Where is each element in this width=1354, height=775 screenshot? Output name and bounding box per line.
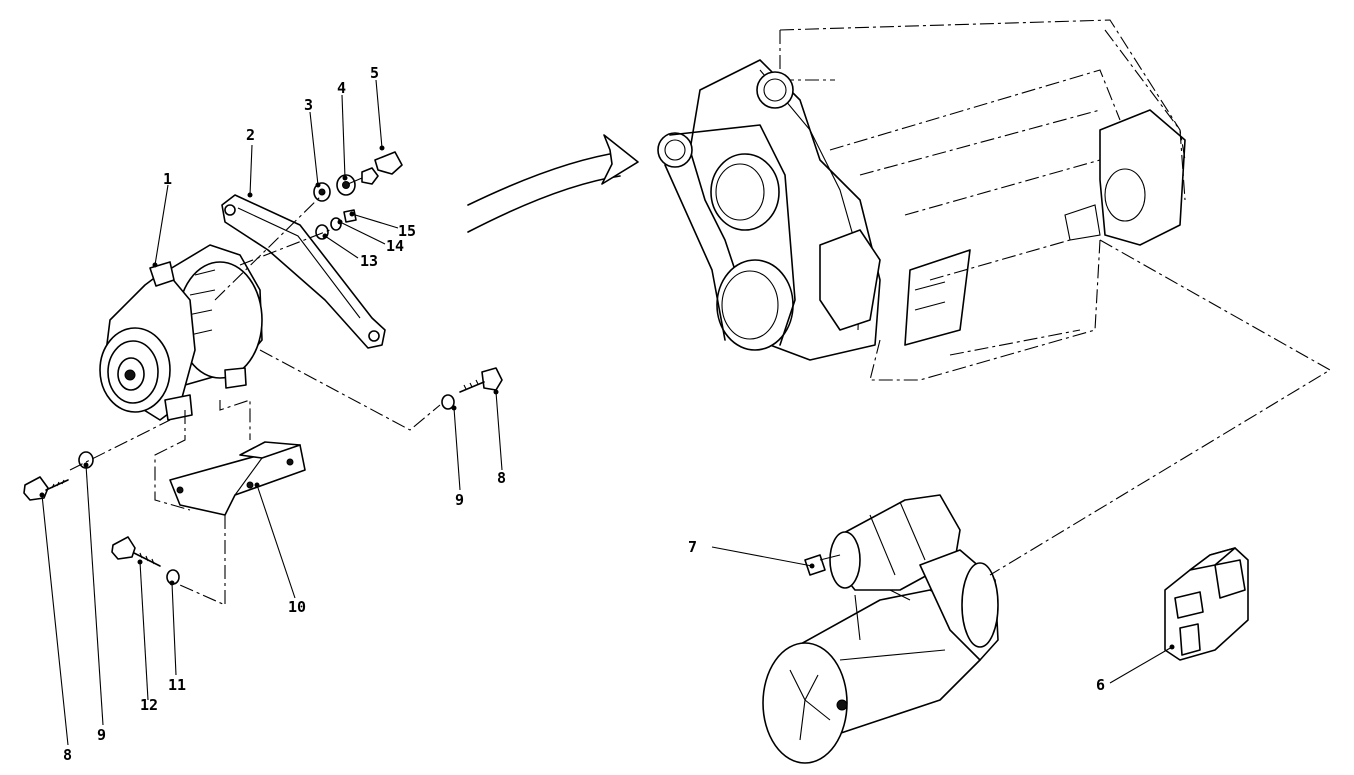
callout-6: 6 (1096, 676, 1105, 694)
callout-12: 12 (140, 696, 158, 714)
washer-9-right (441, 394, 455, 410)
mounting-bracket (169, 441, 306, 516)
leader-dots (39, 145, 1175, 650)
callout-1: 1 (163, 170, 172, 188)
callout-4: 4 (337, 79, 346, 97)
callout-13: 13 (360, 252, 378, 270)
engine-block (657, 19, 1186, 381)
callout-14: 14 (386, 237, 404, 255)
alternator (99, 244, 263, 421)
bolt-12 (111, 536, 161, 567)
callout-9-left: 9 (97, 726, 106, 744)
bolt-8-left (23, 476, 69, 501)
callout-10: 10 (288, 598, 306, 616)
adjusting-bracket (221, 194, 386, 349)
callout-3: 3 (304, 96, 313, 114)
starter-motor (762, 494, 999, 764)
callout-9-right: 9 (455, 491, 464, 509)
bolt-8-right (459, 367, 503, 393)
callout-11: 11 (168, 676, 186, 694)
leader-lines (41, 79, 1173, 746)
callout-8-right: 8 (497, 469, 506, 487)
callout-5: 5 (370, 64, 379, 82)
hardware-upper (313, 151, 403, 240)
curved-arrow-icon (467, 134, 639, 233)
callout-8-left: 8 (63, 746, 72, 764)
callout-7: 7 (688, 538, 697, 556)
callout-2: 2 (246, 126, 255, 144)
connector-relay (1164, 547, 1249, 661)
callout-15: 15 (398, 222, 416, 240)
